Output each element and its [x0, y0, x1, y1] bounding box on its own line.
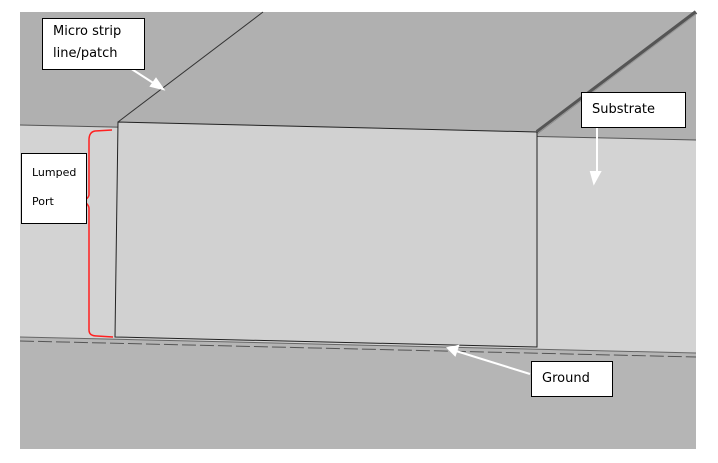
patch-left-edge: [117, 11, 264, 123]
ground-arrow: [455, 350, 531, 375]
microstrip-label: Micro strip line/patch: [42, 18, 145, 70]
patch-front-face: [114, 121, 538, 348]
ground-label: Ground: [531, 361, 613, 397]
lumped-port-label-line1: Lumped: [32, 166, 77, 179]
lumped-port-label: Lumped Port: [21, 153, 87, 224]
patch-right-edge: [535, 10, 698, 134]
substrate-bottom-edge: [19, 336, 697, 354]
microstrip-label-line2: line/patch: [53, 46, 118, 61]
lumped-port-label-line2: Port: [32, 195, 54, 208]
substrate-label: Substrate: [581, 92, 686, 128]
ground-edge: [19, 340, 697, 358]
ground-plane: [20, 337, 696, 449]
microstrip-label-line1: Micro strip: [53, 24, 122, 39]
